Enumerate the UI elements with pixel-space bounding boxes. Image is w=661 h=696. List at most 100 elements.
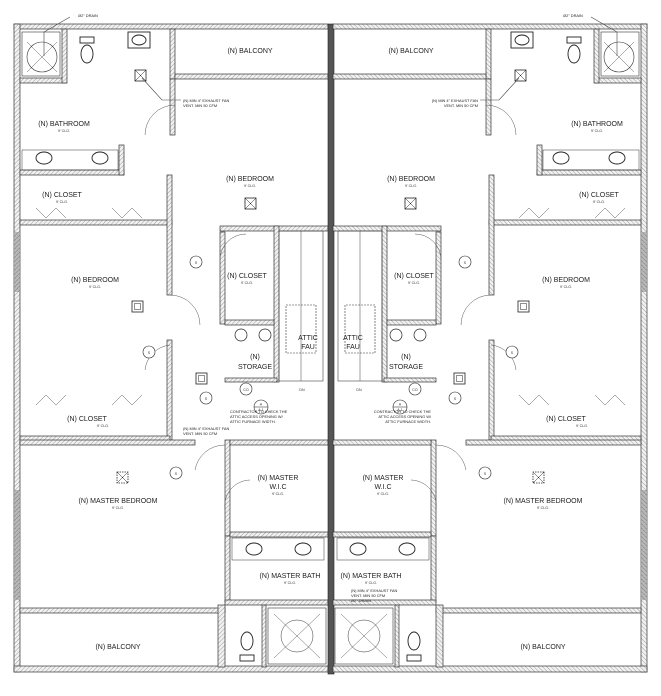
door-swing [460,294,492,326]
room-label-master-bath: (N) MASTER BATH [260,573,321,580]
room-label-balcony-bottom: (N) BALCONY [520,644,565,651]
contractor-note: ATTIC FURNACE WIDTH. [230,419,276,424]
exhaust-note: VENT. MIN 50 CFM [444,103,478,108]
door-swing [410,479,437,511]
master-shower [267,607,327,665]
exterior-wall-top [332,23,648,30]
room-label-hall-closet: (N) CLOSET [227,273,267,280]
wall [488,219,642,226]
co-detector-icon: CO [239,382,253,396]
wall-balcony-left [169,28,176,80]
ceiling-height: 9' CLG. [537,506,549,510]
room-label-balcony-bottom: (N) BALCONY [95,644,140,651]
exhaust-fan-icon [244,197,257,210]
wall [593,28,600,84]
closet-door-bottom-2 [111,394,143,406]
room-label-bedroom: (N) BEDROOM [387,176,435,183]
section-sheet: A-1 [258,408,264,412]
exterior-wall-right [640,23,648,673]
sink-icon [127,31,151,49]
wall [594,77,642,84]
co-detector-icon [408,382,422,396]
room-label-closet-2: (N) CLOSET [67,416,107,423]
section-sheet: A-1 [397,408,403,412]
wall [485,28,492,80]
smoke-label: S [464,261,467,265]
wall-stair-left [273,225,280,383]
attic-fau-label: ATTIC [343,335,363,342]
stair-down-label: DN [299,388,305,392]
ceiling-height: 9' CLG. [408,281,420,285]
room-label-storage: STORAGE [238,364,272,371]
room-label-master-bedroom: (N) MASTER BEDROOM [504,498,583,505]
section-letter: A [260,403,263,407]
wall-bathroom-top [19,77,67,84]
vanity-sinks [542,149,640,171]
smoke-label: S [175,472,178,476]
drain-note: Ø2" DRAIN [563,13,583,18]
section-marker: A A-1 [253,399,269,415]
contractor-note: ATTIC FURNACE WIDTH. [385,419,431,424]
smoke-label: S [195,261,198,265]
room-label-closet: (N) CLOSET [42,192,82,199]
ceiling-height: 9' CLG. [58,129,70,133]
closet-door [594,394,626,406]
leader-line [590,16,618,56]
drain-note: Ø2" DRAIN [78,13,98,18]
room-label-bedroom: (N) BEDROOM [226,176,274,183]
exhaust-fan-icon [514,69,527,82]
smoke-label: S [511,351,514,355]
attic-fau-box [344,304,376,354]
room-label-balcony-top: (N) BALCONY [388,48,433,55]
wall-balcony-bottom-divider [217,604,226,668]
door-swing-hall-closet [219,233,247,261]
smoke-label: S [454,397,457,401]
vanity-sinks [21,149,119,171]
wall-wic-bottom [229,531,329,538]
wall-wic-left [224,439,231,537]
wall-shower-right [61,28,68,84]
room-label-master-wic: (N) MASTER [363,475,404,482]
window-left-1 [15,232,19,292]
party-wall [327,23,335,675]
ceiling-height: 9' CLG. [377,492,389,496]
room-label-storage: STORAGE [389,364,423,371]
exterior-wall-bottom [13,665,329,673]
co-label: CO [243,388,249,392]
master-toilet-icon [406,631,422,662]
door-swing-bath [144,104,176,136]
room-label-hall-closet: (N) CLOSET [394,273,434,280]
contractor-note: ATTIC ACCESS OPENING W/ [230,414,284,419]
master-vanity-sinks [231,537,325,561]
exhaust-note: (N) MIN 4" EXHAUST FAN [183,426,229,431]
room-label-closet: (N) CLOSET [579,192,619,199]
wall-closet-bottom [19,219,173,226]
staircase [278,230,324,382]
exterior-wall-left [13,23,21,673]
wall-bedroom1-right-lower [166,339,173,441]
smoke-detector-icon [478,466,492,480]
stair-down-label: DN [356,388,362,392]
window-right-2 [642,490,646,600]
wall-wc-divider [261,604,267,668]
closet-door-top [35,207,67,219]
ceiling-height: 9' CLG. [576,424,588,428]
wall [430,439,437,537]
exhaust-note: (N) MIN 4" EXHAUST FAN [432,98,478,103]
wall [386,319,437,326]
closet-door [518,394,550,406]
wall [381,225,388,383]
room-label-bathroom: (N) BATHROOM [571,121,623,128]
unit-left: S S S S CO A A-1 DN ( [13,13,329,673]
room-label-bathroom: (N) BATHROOM [38,121,90,128]
wall-wic-top [229,439,329,446]
wall [488,174,495,296]
wall-hall-closet-left [219,231,226,325]
ceiling-height: 9' CLG. [593,200,605,204]
shower [21,31,61,77]
room-label-storage: (N) [401,354,411,361]
smoke-detector-icon [458,255,472,269]
wall-masterbath-left [224,535,231,603]
exhaust-fan-icon [517,300,530,313]
smoke-detector-icon: S [169,466,183,480]
